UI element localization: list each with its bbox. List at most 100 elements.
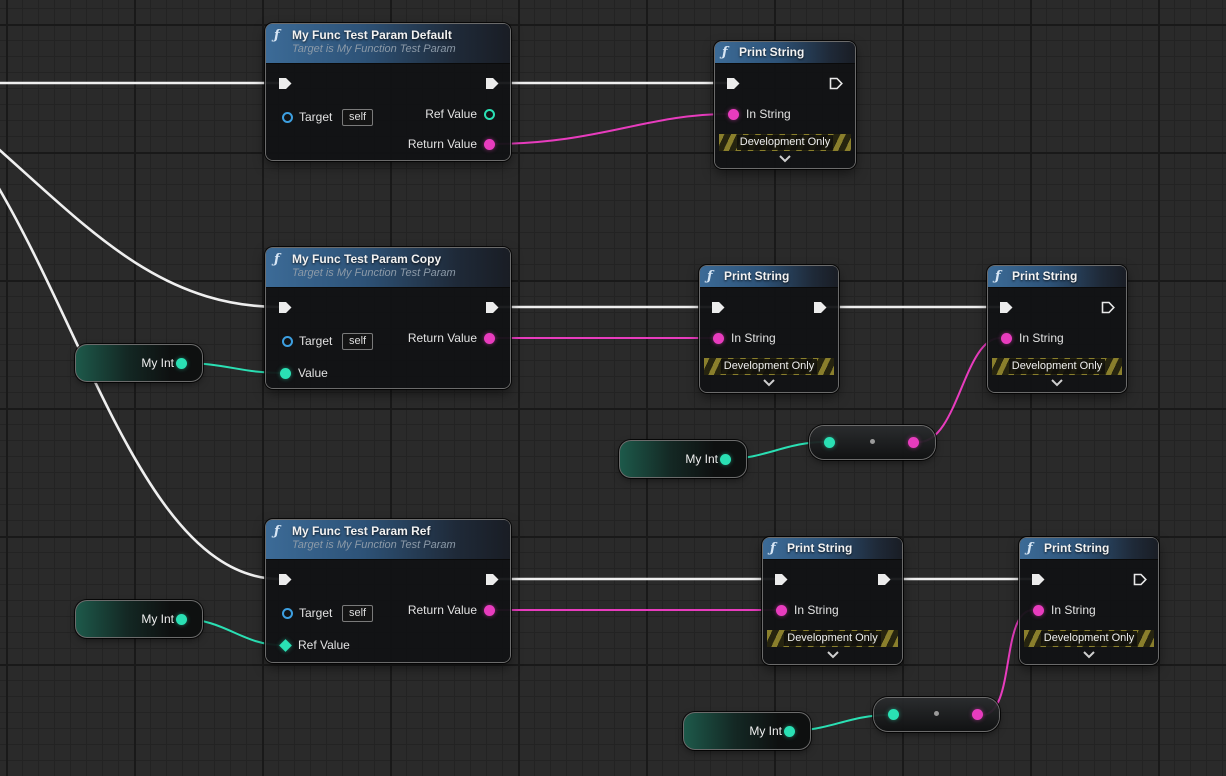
target-value-field[interactable]: self: [342, 109, 374, 126]
return-value-pin[interactable]: [484, 605, 495, 616]
in-string-label: In String: [731, 331, 776, 345]
target-pin[interactable]: [282, 112, 293, 123]
variable-name-label: My Int: [685, 452, 718, 466]
node-my-int-getter-4[interactable]: My Int: [684, 713, 810, 749]
node-header[interactable]: ƒ Print String: [988, 266, 1126, 288]
in-string-pin[interactable]: [1001, 333, 1012, 344]
return-value-label: Return Value: [407, 331, 477, 345]
in-string-label: In String: [1019, 331, 1064, 345]
node-print-string-5[interactable]: ƒ Print String In String Development Onl…: [1020, 538, 1158, 664]
node-my-int-getter-3[interactable]: My Int: [76, 601, 202, 637]
return-value-pin[interactable]: [484, 333, 495, 344]
my-int-output-pin[interactable]: [176, 358, 187, 369]
exec-in-pin[interactable]: [278, 572, 293, 587]
conversion-input-pin[interactable]: [824, 437, 835, 448]
node-int-to-string-conversion-1[interactable]: [810, 426, 935, 459]
node-subtitle: Target is My Function Test Param: [292, 267, 456, 279]
node-print-string-1[interactable]: ƒ Print String In String Development Onl…: [715, 42, 855, 168]
node-my-func-test-param-ref[interactable]: ƒ My Func Test Param Ref Target is My Fu…: [266, 520, 510, 662]
exec-in-pin[interactable]: [999, 300, 1014, 315]
chevron-down-icon[interactable]: [826, 650, 840, 659]
exec-in-pin[interactable]: [726, 76, 741, 91]
function-icon: ƒ: [995, 269, 1001, 284]
my-int-output-pin[interactable]: [720, 454, 731, 465]
node-my-int-getter-1[interactable]: My Int: [76, 345, 202, 381]
chevron-down-icon[interactable]: [762, 378, 776, 387]
variable-name-label: My Int: [749, 724, 782, 738]
in-string-pin[interactable]: [1033, 605, 1044, 616]
wire-exec-entry-copy[interactable]: [0, 145, 281, 309]
node-header[interactable]: ƒ Print String: [715, 42, 855, 64]
return-value-pin[interactable]: [484, 139, 495, 150]
node-title: Print String: [787, 541, 853, 555]
conversion-output-pin[interactable]: [972, 709, 983, 720]
exec-out-pin[interactable]: [485, 572, 500, 587]
function-icon: ƒ: [770, 541, 776, 556]
exec-in-pin[interactable]: [278, 300, 293, 315]
function-icon: ƒ: [722, 45, 728, 60]
exec-out-pin[interactable]: [485, 300, 500, 315]
variable-name-label: My Int: [141, 612, 174, 626]
node-header[interactable]: ƒ My Func Test Param Ref Target is My Fu…: [266, 520, 510, 560]
node-header[interactable]: ƒ My Func Test Param Copy Target is My F…: [266, 248, 510, 288]
target-value-field[interactable]: self: [342, 333, 374, 350]
exec-out-pin[interactable]: [877, 572, 892, 587]
exec-out-pin[interactable]: [485, 76, 500, 91]
chevron-down-icon[interactable]: [1050, 378, 1064, 387]
value-pin[interactable]: [280, 368, 291, 379]
in-string-label: In String: [794, 603, 839, 617]
target-value-field[interactable]: self: [342, 605, 374, 622]
wire-exec-entry-ref[interactable]: [0, 180, 281, 581]
exec-out-pin[interactable]: [829, 76, 844, 91]
function-icon: ƒ: [274, 252, 280, 267]
ref-value-pin[interactable]: [279, 639, 292, 652]
node-print-string-2[interactable]: ƒ Print String In String Development Onl…: [700, 266, 838, 392]
node-my-func-test-param-default[interactable]: ƒ My Func Test Param Default Target is M…: [266, 24, 510, 160]
wire-string-default-return-to-print1[interactable]: [489, 113, 730, 145]
ref-value-out-pin[interactable]: [484, 109, 495, 120]
target-label: Target: [299, 110, 333, 124]
target-pin[interactable]: [282, 336, 293, 347]
node-title: My Func Test Param Ref: [292, 524, 431, 538]
chevron-down-icon[interactable]: [778, 154, 792, 163]
exec-in-pin[interactable]: [774, 572, 789, 587]
conversion-output-pin[interactable]: [908, 437, 919, 448]
node-int-to-string-conversion-2[interactable]: [874, 698, 999, 731]
in-string-pin[interactable]: [728, 109, 739, 120]
my-int-output-pin[interactable]: [176, 614, 187, 625]
exec-out-pin[interactable]: [1133, 572, 1148, 587]
node-header[interactable]: ƒ My Func Test Param Default Target is M…: [266, 24, 510, 64]
node-my-int-getter-2[interactable]: My Int: [620, 441, 746, 477]
exec-in-pin[interactable]: [278, 76, 293, 91]
node-my-func-test-param-copy[interactable]: ƒ My Func Test Param Copy Target is My F…: [266, 248, 510, 388]
node-title: Print String: [724, 269, 790, 283]
exec-in-pin[interactable]: [1031, 572, 1046, 587]
node-title: Print String: [1012, 269, 1078, 283]
exec-out-pin[interactable]: [1101, 300, 1116, 315]
chevron-down-icon[interactable]: [1082, 650, 1096, 659]
return-value-label: Return Value: [407, 603, 477, 617]
exec-in-pin[interactable]: [711, 300, 726, 315]
target-pin[interactable]: [282, 608, 293, 619]
in-string-pin[interactable]: [713, 333, 724, 344]
conversion-input-pin[interactable]: [888, 709, 899, 720]
development-only-label: Development Only: [784, 631, 881, 646]
node-header[interactable]: ƒ Print String: [763, 538, 902, 560]
node-print-string-4[interactable]: ƒ Print String In String Development Onl…: [763, 538, 902, 664]
exec-out-pin[interactable]: [813, 300, 828, 315]
development-only-banner: Development Only: [704, 358, 834, 375]
node-header[interactable]: ƒ Print String: [700, 266, 838, 288]
node-title: My Func Test Param Default: [292, 28, 452, 42]
node-print-string-3[interactable]: ƒ Print String In String Development Onl…: [988, 266, 1126, 392]
ref-value-label: Ref Value: [298, 638, 350, 652]
my-int-output-pin[interactable]: [784, 726, 795, 737]
development-only-banner: Development Only: [992, 358, 1122, 375]
development-only-banner: Development Only: [767, 630, 898, 647]
conversion-dot-icon: [934, 711, 939, 716]
return-value-label: Return Value: [407, 137, 477, 151]
development-only-label: Development Only: [736, 135, 834, 150]
in-string-pin[interactable]: [776, 605, 787, 616]
node-subtitle: Target is My Function Test Param: [292, 539, 456, 551]
node-header[interactable]: ƒ Print String: [1020, 538, 1158, 560]
